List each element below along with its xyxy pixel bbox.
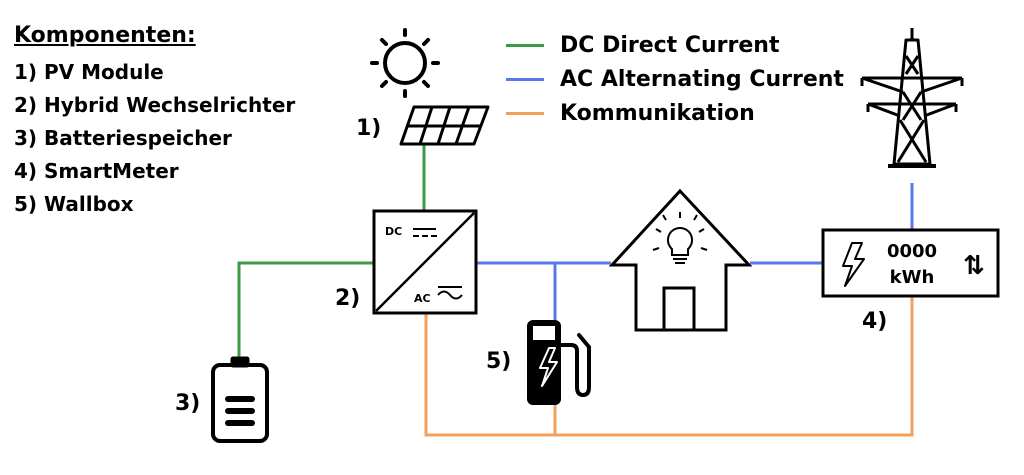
legend-item-battery: 3) Batteriespeicher	[14, 126, 232, 150]
power-pylon-icon	[860, 28, 964, 168]
battery-icon	[211, 356, 269, 443]
inverter-ac-label: AC	[414, 292, 431, 305]
key-swatch-ac	[506, 77, 544, 81]
legend-title: Komponenten:	[14, 23, 196, 48]
lightning-icon	[842, 242, 865, 287]
key-label-comm: Kommunikation	[560, 100, 755, 126]
smart-meter-icon	[821, 228, 1000, 298]
house-icon	[608, 188, 753, 332]
line-type-key: DC Direct Current AC Alternating Current…	[506, 28, 844, 130]
key-row-ac: AC Alternating Current	[506, 62, 844, 96]
sun-icon	[370, 28, 440, 98]
inverter-dc-label: DC	[385, 225, 402, 238]
meter-value: 0000	[887, 241, 937, 262]
key-row-comm: Kommunikation	[506, 96, 844, 130]
key-row-dc: DC Direct Current	[506, 28, 844, 62]
inverter-number-label: 2)	[335, 286, 360, 311]
key-label-dc: DC Direct Current	[560, 32, 780, 58]
meter-unit: kWh	[890, 267, 935, 288]
legend-item-pv: 1) PV Module	[14, 60, 164, 84]
legend-item-inverter: 2) Hybrid Wechselrichter	[14, 93, 296, 117]
meter-number-label: 4)	[862, 309, 887, 334]
bidirectional-arrows-icon: ⇅	[963, 251, 985, 281]
solar-panel-icon	[399, 105, 490, 146]
component-legend: Komponenten: 1) PV Module 2) Hybrid Wech…	[14, 22, 295, 221]
pv-number-label: 1)	[356, 116, 381, 141]
legend-item-smartmeter: 4) SmartMeter	[14, 159, 179, 183]
light-bulb-icon	[652, 212, 708, 264]
key-swatch-dc	[506, 43, 544, 47]
wallbox-number-label: 5)	[486, 349, 511, 374]
dc-line-inverter-battery	[237, 261, 374, 357]
key-swatch-comm	[506, 111, 544, 115]
inverter-icon	[372, 209, 478, 315]
comm-line	[424, 296, 914, 437]
legend-item-wallbox: 5) Wallbox	[14, 192, 134, 216]
key-label-ac: AC Alternating Current	[560, 66, 844, 92]
battery-number-label: 3)	[175, 391, 200, 416]
ev-charger-icon	[527, 320, 591, 405]
